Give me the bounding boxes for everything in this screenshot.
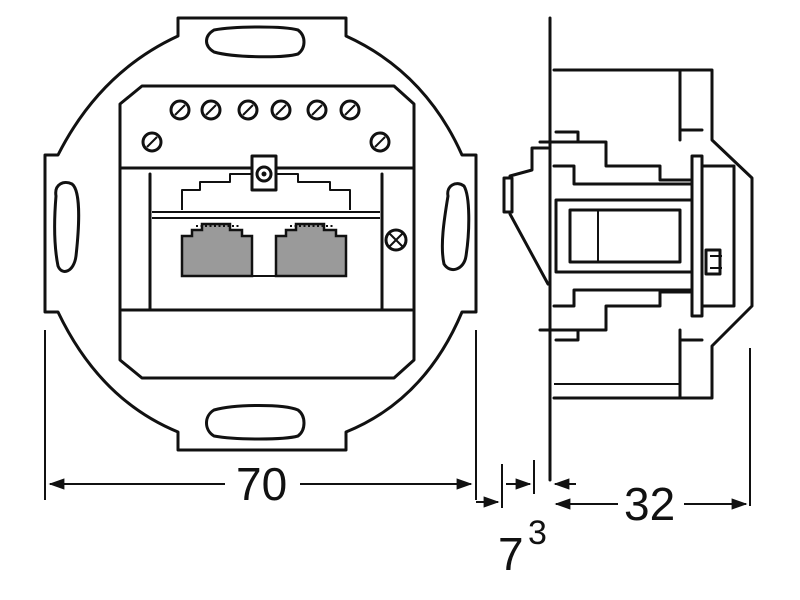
dimension-width-label: 70 <box>236 458 287 510</box>
screw-icon <box>339 99 361 121</box>
top-mounting-slot <box>205 25 306 59</box>
dimension-mount-superscript: 3 <box>528 514 547 552</box>
dimension-mount-label: 7 <box>498 528 524 580</box>
screw-icon <box>306 99 328 121</box>
front-view <box>43 16 478 452</box>
rj45-port-right <box>274 222 348 278</box>
left-mounting-slot <box>53 181 81 273</box>
screw-icon <box>237 99 259 121</box>
screw-icon <box>169 99 191 121</box>
screw-icon <box>369 131 391 153</box>
ground-screw-icon <box>384 228 408 252</box>
screw-icon <box>270 99 292 121</box>
mounting-plate-outline <box>43 16 478 452</box>
port-hood <box>181 173 351 210</box>
screw-icon <box>141 131 163 153</box>
side-housing <box>552 68 754 400</box>
dimension-lines <box>44 330 751 510</box>
terminal-screws <box>141 99 391 153</box>
front-flange <box>508 146 550 286</box>
bottom-mounting-slot <box>205 404 306 441</box>
screw-icon <box>200 99 222 121</box>
dimension-depth-label: 32 <box>624 478 675 530</box>
rj45-port-left <box>180 222 254 278</box>
side-view <box>502 16 754 482</box>
right-mounting-slot <box>440 182 471 272</box>
socket-insert-outline <box>118 84 416 380</box>
center-screw-icon <box>250 154 278 192</box>
